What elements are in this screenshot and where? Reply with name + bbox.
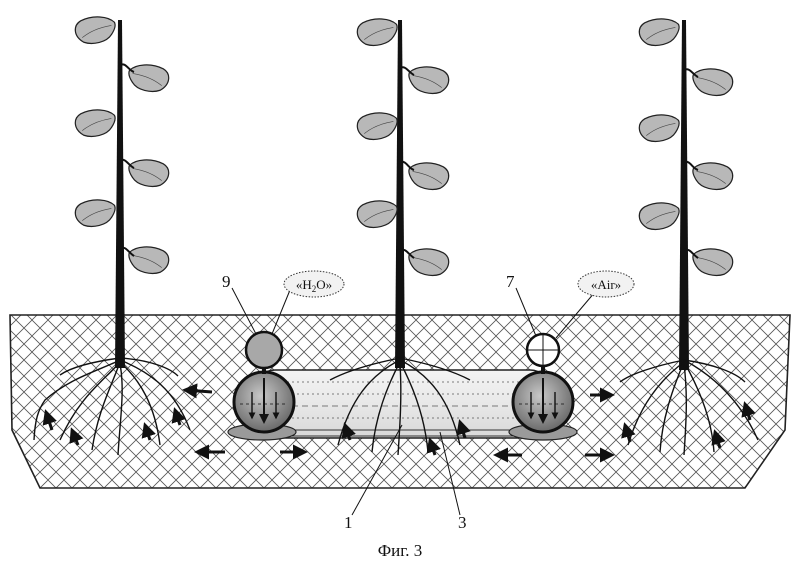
- left-reservoir: [227, 330, 297, 441]
- label-7: 7: [506, 272, 515, 291]
- label-1: 1: [344, 513, 353, 532]
- label-9: 9: [222, 272, 231, 291]
- label-3: 3: [458, 513, 467, 532]
- flow-arrows: [42, 383, 756, 463]
- plant-left: [33, 16, 191, 456]
- air-bubble: «Air»: [577, 270, 635, 298]
- leader-lines: [231, 287, 596, 516]
- water-bubble-label: «H2O»: [296, 277, 332, 294]
- figure-caption: Фиг. 3: [378, 541, 423, 560]
- plant-left-roots: [33, 357, 191, 456]
- water-bubble: «H2O»: [283, 270, 345, 298]
- right-reservoir: [508, 332, 578, 441]
- air-bubble-label: «Air»: [591, 277, 621, 292]
